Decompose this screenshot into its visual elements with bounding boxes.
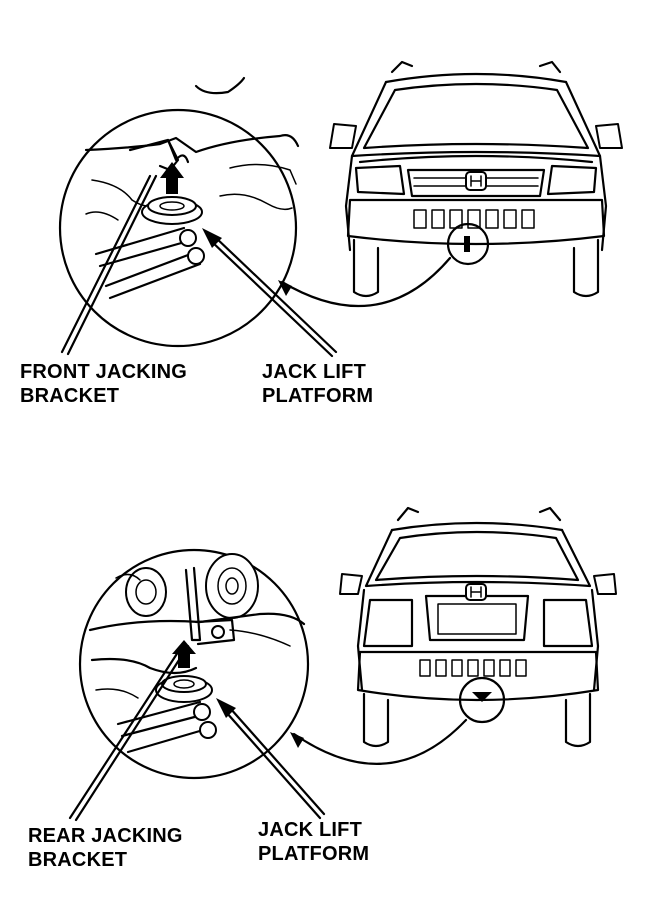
front-vehicle-view xyxy=(329,60,623,298)
front-detail-connector xyxy=(280,256,452,308)
front-detail-magnified xyxy=(58,76,300,348)
rear-bracket-label-line-2: BRACKET xyxy=(28,849,128,871)
rear-jack-lift-platform-label: JACK LIFT PLATFORM xyxy=(258,818,369,866)
front-bracket-leader xyxy=(60,174,158,356)
rear-detail-connector xyxy=(292,718,468,765)
rear-platform-leader xyxy=(224,706,326,820)
rear-vehicle-view xyxy=(339,506,617,748)
front-bracket-label-line-1: FRONT JACKING xyxy=(20,361,188,383)
rear-connector-arrowhead xyxy=(290,732,304,748)
front-jack-lift-platform-label: JACK LIFT PLATFORM xyxy=(262,360,373,408)
front-platform-label-line-2: PLATFORM xyxy=(262,385,374,407)
rear-detail-magnified xyxy=(78,548,310,780)
rear-platform-arrowhead xyxy=(216,698,236,718)
rear-platform-label-line-1: JACK LIFT xyxy=(258,819,363,841)
front-platform-label-line-1: JACK LIFT xyxy=(262,361,367,383)
front-jacking-bracket-label: FRONT JACKING BRACKET xyxy=(20,360,187,408)
rear-jacking-bracket-label: REAR JACKING BRACKET xyxy=(28,824,183,872)
front-jacking-point-circle xyxy=(446,222,490,266)
rear-jacking-point-circle xyxy=(458,676,506,724)
rear-bracket-label-line-1: REAR JACKING xyxy=(28,825,183,847)
rear-bracket-leader xyxy=(68,644,190,822)
front-platform-arrowhead xyxy=(202,228,222,248)
front-bracket-label-line-2: BRACKET xyxy=(20,385,120,407)
rear-platform-label-line-2: PLATFORM xyxy=(258,843,370,865)
front-platform-leader xyxy=(208,234,338,358)
